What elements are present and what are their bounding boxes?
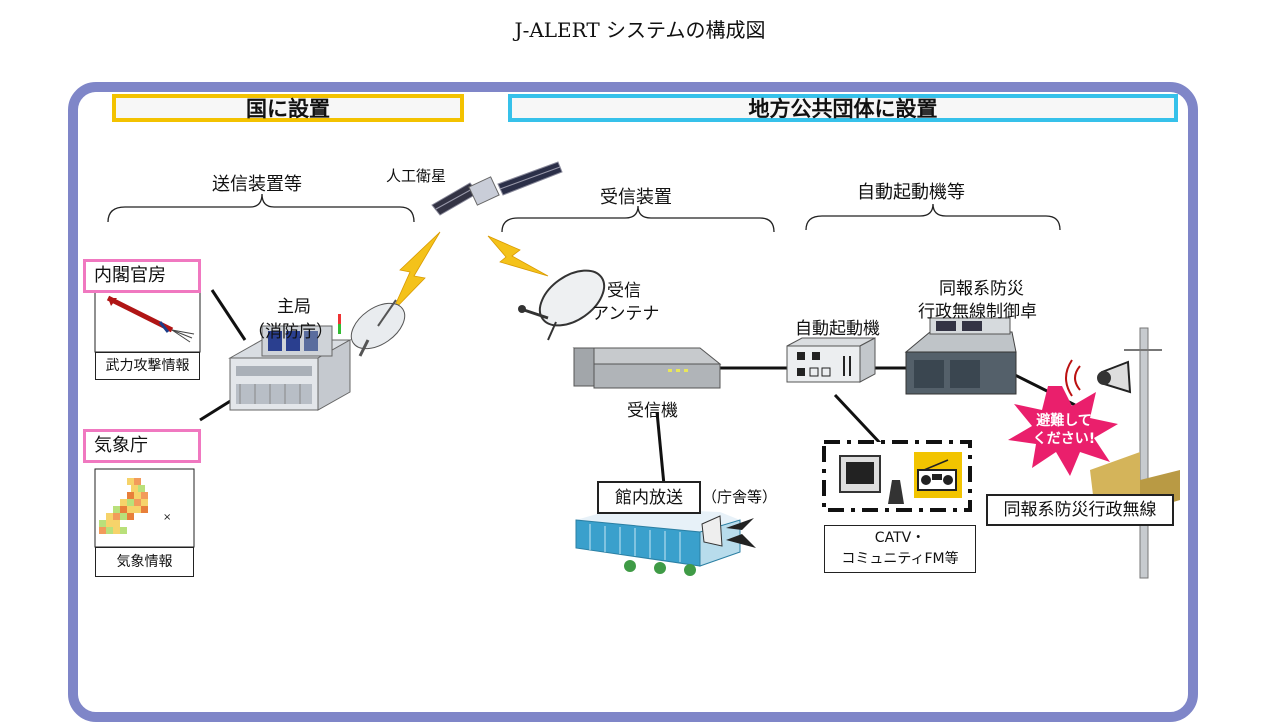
downlink-bolt-icon (487, 235, 549, 277)
link-cabinet-main (210, 289, 247, 341)
console-label-1: 同報系防災 (939, 279, 1024, 299)
receiver-brace (501, 205, 775, 233)
sender-group-label: 送信装置等 (212, 174, 302, 195)
satellite-label: 人工衛星 (386, 167, 447, 185)
diagram-canvas: × (94, 161, 1180, 579)
console-label-2: 行政無線制御卓 (918, 302, 1037, 322)
tv-icon (839, 455, 904, 504)
warning-text: 避難して ください! (1024, 412, 1104, 448)
radio-system-box: 同報系防災行政無線 (986, 494, 1174, 526)
diagram-title: J-ALERT システムの構成図 (514, 18, 766, 42)
receiver-unit-label: 受信機 (627, 401, 678, 421)
auto-starter-icon (786, 337, 876, 383)
control-console-icon (904, 317, 1017, 395)
antenna-label-1: 受信 (607, 281, 641, 301)
attack-info-caption: 武力攻撃情報 (95, 352, 200, 380)
building-speaker-icon (701, 515, 756, 548)
catv-caption-line-2: コミュニティFM等 (841, 551, 959, 567)
main-station-label-1: 主局 (277, 297, 311, 317)
receiving-antenna-icon (518, 269, 606, 341)
receiver-group-label: 受信装置 (600, 187, 672, 208)
warning-text-line-2: ください! (1032, 431, 1096, 447)
in-building-box: 館内放送 (597, 481, 701, 514)
missile-icon (106, 295, 195, 343)
radio-icon (914, 452, 962, 498)
catv-caption-line-1: CATV・ (874, 530, 926, 546)
warning-text-line-1: 避難して (1036, 413, 1092, 429)
satellite-icon (431, 161, 563, 216)
main-station-dish-icon (350, 299, 406, 357)
main-station-equipment-icon (228, 314, 352, 411)
warning-burst-icon (1008, 386, 1118, 476)
japan-map-icon: × (99, 478, 171, 534)
loudspeaker-icon (1065, 359, 1132, 397)
receiver-unit-icon (572, 347, 722, 389)
office-building-icon (575, 508, 741, 576)
antenna-label-2: アンテナ (592, 304, 660, 324)
auto-starter-label: 自動起動機 (795, 319, 880, 339)
auto-group-label: 自動起動機等 (857, 182, 965, 203)
jma-box: 気象庁 (83, 429, 201, 463)
header-kuni: 国に設置 (112, 94, 464, 122)
header-chiho: 地方公共団体に設置 (508, 94, 1178, 122)
weather-info-caption: 気象情報 (95, 547, 194, 577)
cabinet-box: 内閣官房 (83, 259, 201, 293)
catv-caption: CATV・ コミュニティFM等 (824, 525, 976, 573)
auto-brace (805, 203, 1061, 231)
uplink-bolt-icon (391, 231, 441, 313)
main-station-label-2: （消防庁） (248, 322, 333, 342)
svg-text:×: × (163, 512, 171, 523)
link-receiver-building (655, 411, 666, 486)
office-label: （庁舎等） (702, 488, 778, 506)
link-auto-catv (833, 393, 882, 445)
sender-brace (107, 193, 415, 223)
